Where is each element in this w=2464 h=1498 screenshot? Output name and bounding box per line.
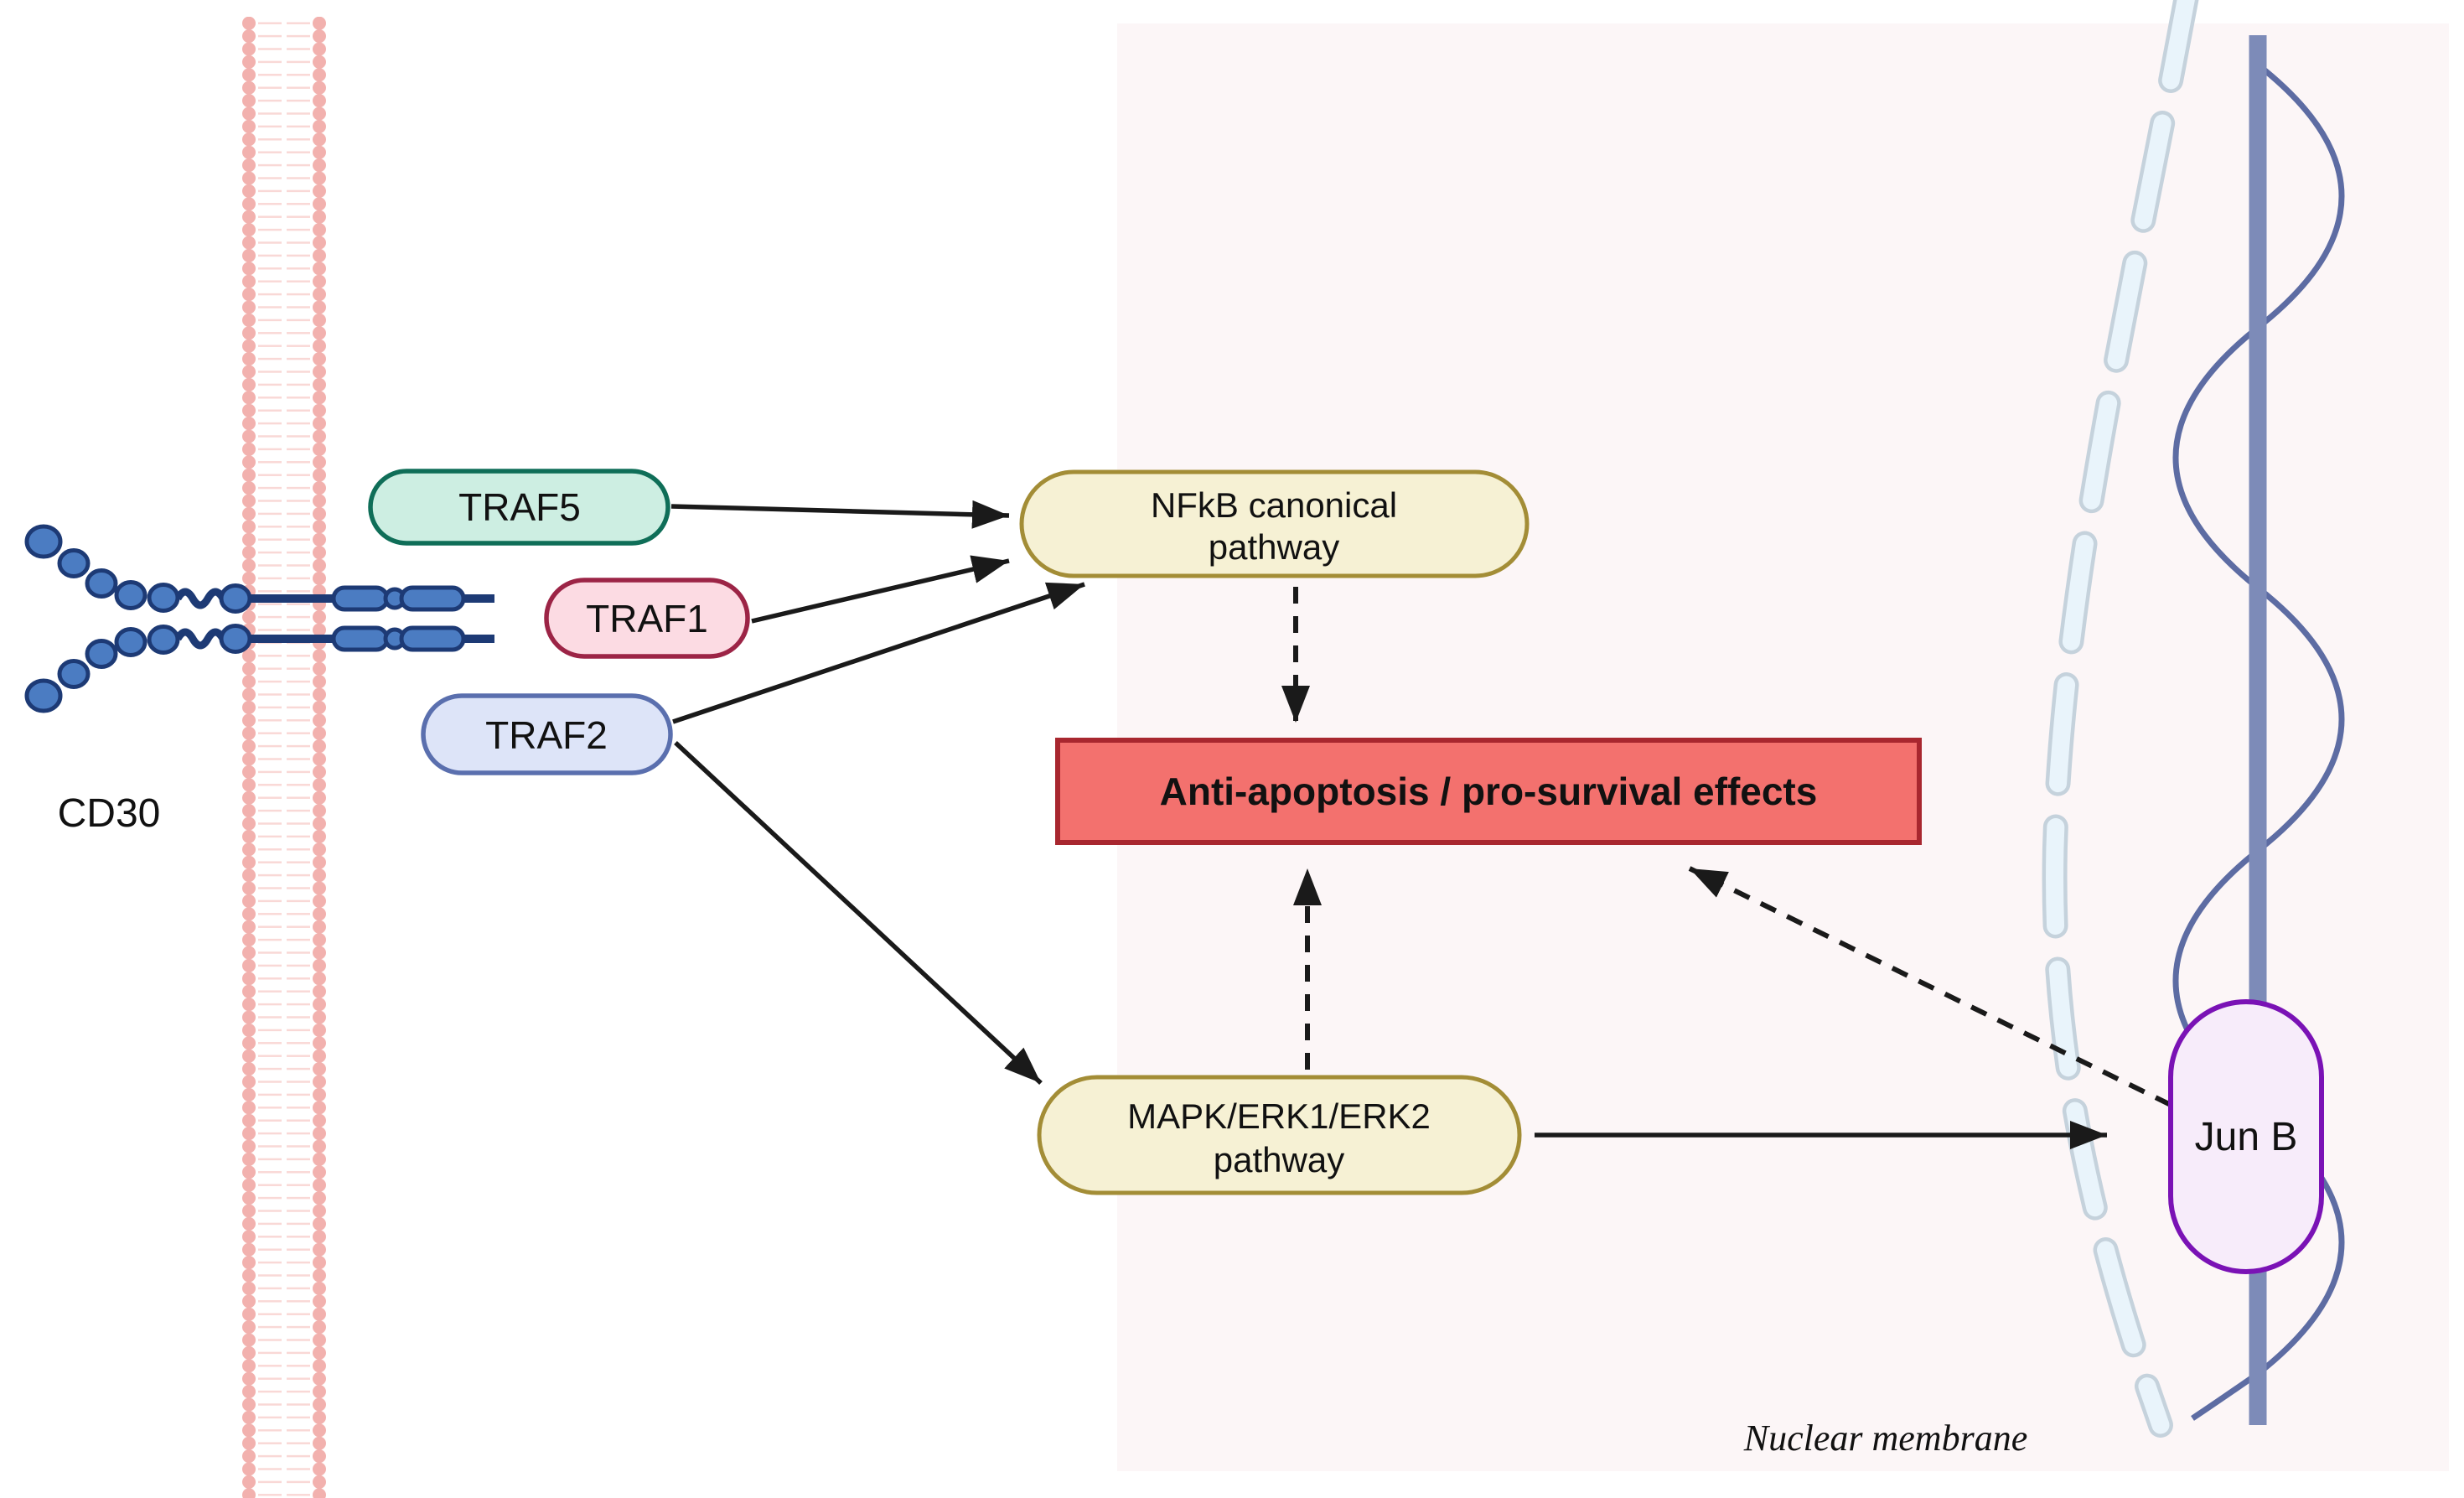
nfkb-pill bbox=[1019, 469, 1530, 578]
traf2-pill bbox=[421, 693, 673, 775]
node-mapk-pathway: MAPK/ERK1/ERK2 pathway bbox=[1037, 1075, 1522, 1195]
effects-box bbox=[1055, 738, 1922, 845]
arrow-traf5-to-nfkb bbox=[670, 500, 1010, 529]
dna-strand-curve bbox=[2172, 63, 2345, 1421]
node-effects: Anti-apoptosis / pro-survival effects bbox=[1055, 738, 1922, 845]
dashed-arrows bbox=[1281, 587, 2172, 1107]
junb-capsule bbox=[2168, 999, 2324, 1274]
traf5-label: TRAF5 bbox=[458, 485, 581, 529]
receptor-bead bbox=[24, 678, 63, 713]
receptor-bead bbox=[24, 524, 63, 559]
arrow-traf2-to-nfkb bbox=[672, 582, 1085, 724]
receptor-bead bbox=[114, 580, 148, 610]
receptor-domain bbox=[399, 625, 466, 652]
arrow-junb-to-effects bbox=[1688, 866, 2172, 1107]
effects-label: Anti-apoptosis / pro-survival effects bbox=[1160, 770, 1818, 813]
receptor-bead bbox=[85, 568, 118, 599]
receptor-bead bbox=[57, 659, 91, 689]
mapk-label-line1: MAPK/ERK1/ERK2 bbox=[1127, 1096, 1431, 1136]
receptor-hinge-top bbox=[174, 588, 226, 609]
plasma-membrane-bilayer bbox=[240, 17, 332, 1498]
node-nfkb-pathway: NFkB canonical pathway bbox=[1019, 469, 1530, 578]
node-traf1: TRAF1 bbox=[544, 578, 750, 659]
receptor-bead bbox=[114, 627, 148, 657]
node-traf5: TRAF5 bbox=[368, 469, 670, 546]
traf2-label: TRAF2 bbox=[485, 713, 608, 757]
node-junb: Jun B bbox=[2168, 999, 2324, 1274]
receptor-bead bbox=[57, 548, 91, 578]
receptor-hinge-bottom bbox=[174, 628, 226, 650]
receptor-bead bbox=[147, 625, 180, 655]
mapk-label-line2: pathway bbox=[1214, 1140, 1344, 1179]
solid-arrows bbox=[670, 500, 2107, 1149]
nuclear-membrane-label: Nuclear membrane bbox=[1743, 1418, 2028, 1459]
nfkb-label-line1: NFkB canonical bbox=[1151, 485, 1397, 525]
traf1-pill bbox=[544, 578, 750, 659]
receptor-bead bbox=[219, 624, 252, 654]
receptor-domain bbox=[399, 585, 466, 612]
receptor-bead bbox=[147, 583, 180, 613]
arrow-traf1-to-nfkb bbox=[751, 555, 1010, 624]
nfkb-label-line2: pathway bbox=[1209, 527, 1339, 567]
traf5-pill bbox=[368, 469, 670, 546]
cd30-receptor bbox=[24, 524, 494, 713]
junb-label: Jun B bbox=[2195, 1115, 2298, 1159]
mapk-pill bbox=[1037, 1075, 1522, 1195]
receptor-bead bbox=[219, 583, 252, 614]
receptor-domain bbox=[331, 625, 390, 652]
arrow-traf2-to-mapk bbox=[674, 740, 1043, 1086]
cd30-label: CD30 bbox=[58, 791, 161, 836]
traf1-label: TRAF1 bbox=[586, 597, 708, 640]
receptor-domain bbox=[331, 585, 390, 612]
node-traf2: TRAF2 bbox=[421, 693, 673, 775]
receptor-bead bbox=[85, 639, 118, 669]
